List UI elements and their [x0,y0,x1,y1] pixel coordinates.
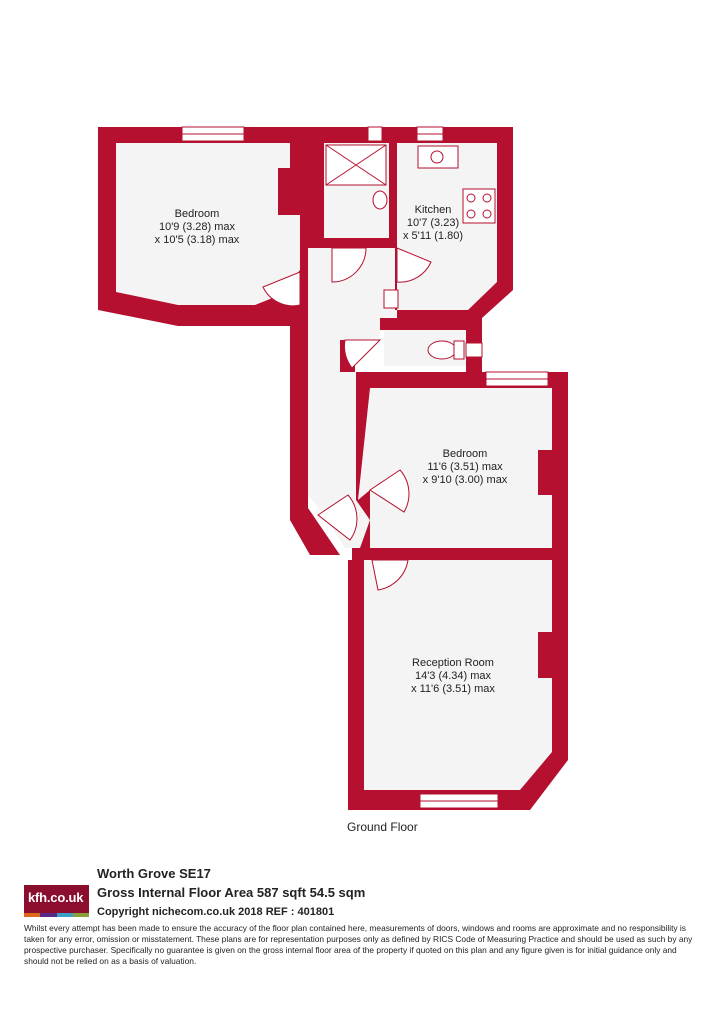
room-size: 14'3 (4.34) max [415,670,492,682]
fixtures [325,144,496,360]
room-size: 11'6 (3.51) max [427,461,503,473]
hob [462,188,496,224]
floor-bedroom-1 [116,143,300,305]
room-name: Reception Room [412,657,494,669]
logo-text: kfh.co.uk [28,890,84,905]
kfh-logo: kfh.co.uk [24,885,89,917]
basin [372,190,388,210]
window-wc [465,342,483,358]
floor-plan: Bedroom 10'9 (3.28) max x 10'5 (3.18) ma… [98,126,568,810]
door-reception [371,559,409,591]
window-bathroom [367,126,383,142]
room-size: x 10'5 (3.18) max [155,234,240,246]
doors [262,247,432,591]
room-size: x 11'6 (3.51) max [411,683,495,695]
room-name: Kitchen [415,204,452,216]
windows [181,126,549,809]
door-bedroom-2 [369,469,410,513]
room-name: Bedroom [443,448,488,460]
room-size: 10'7 (3.23) [407,217,459,229]
door-bedroom-1 [262,271,301,307]
room-size: x 5'11 (1.80) [403,230,463,242]
floor-reception [364,560,552,790]
disclaimer: Whilst every attempt has been made to en… [24,923,693,966]
toilet [427,340,457,360]
door-kitchen [396,247,432,283]
room-name: Bedroom [175,208,220,220]
property-address: Worth Grove SE17 [97,866,211,881]
door-hall [317,494,358,541]
room-labels: Bedroom 10'9 (3.28) max x 10'5 (3.18) ma… [155,204,508,695]
room-size: 10'9 (3.28) max [159,221,236,233]
logo-stripes [24,913,89,917]
floor-area: Gross Internal Floor Area 587 sqft 54.5 … [97,885,366,900]
hall-cupboard [383,289,399,309]
floor-hallway [308,248,397,548]
room-size: x 9'10 (3.00) max [423,474,508,486]
door-bathroom [331,247,367,283]
floors [116,143,552,790]
door-wc [343,339,382,369]
copyright: Copyright nichecom.co.uk 2018 REF : 4018… [97,906,335,918]
floor-label: Ground Floor [347,820,418,834]
